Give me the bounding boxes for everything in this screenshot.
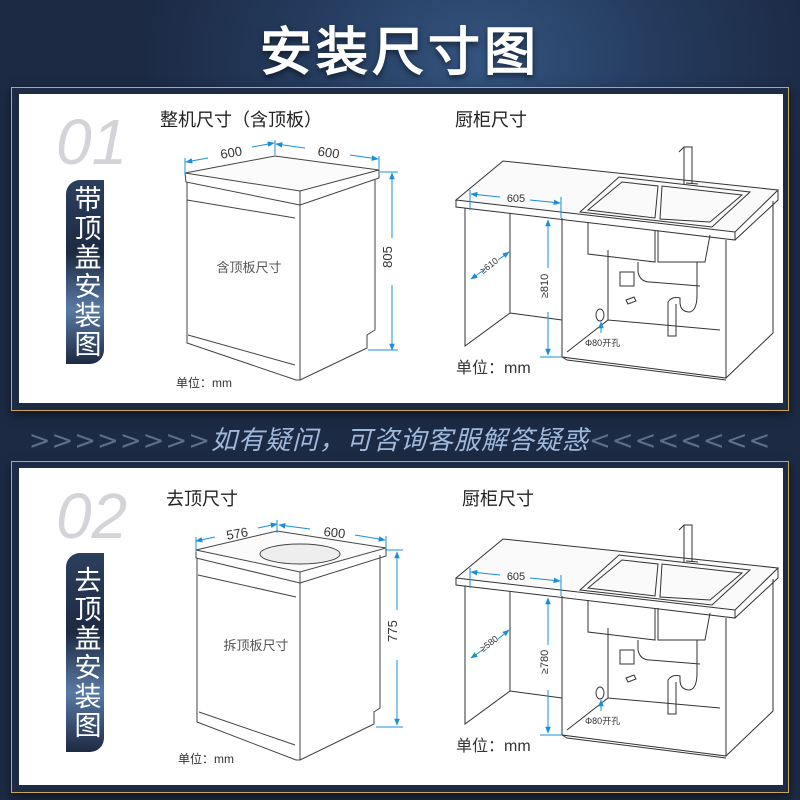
machine-heading: 整机尺寸（含顶板） — [160, 110, 322, 131]
dimension-lines-1 — [184, 140, 398, 351]
machine-center-text: 含顶板尺寸 — [216, 260, 281, 275]
hole-label: Φ80开孔 — [585, 338, 620, 348]
panel-label: 带顶盖安装图 — [66, 180, 104, 364]
cabinet-width: 605 — [507, 571, 525, 583]
cabinet-dimension-lines-2 — [469, 568, 604, 736]
page-title: 安装尺寸图 — [259, 23, 540, 83]
dishwasher-without-top-drawing — [195, 530, 387, 761]
machine-unit: 单位：mm — [176, 375, 232, 390]
hole-label: Φ80开孔 — [585, 716, 620, 726]
contact-banner: >>>>>>>>如有疑问，可咨询客服解答疑惑<<<<<<<< — [0, 420, 800, 457]
machine-width: 600 — [219, 143, 243, 162]
machine-unit: 单位：mm — [178, 751, 234, 766]
cabinet-heading: 厨柜尺寸 — [455, 110, 527, 131]
cabinet-depth: ≥610 — [478, 256, 500, 276]
cabinet-dimension-lines-1 — [469, 190, 604, 358]
cabinet-width: 605 — [507, 193, 525, 205]
dishwasher-with-top-drawing — [184, 155, 380, 381]
machine-height: 775 — [385, 620, 400, 642]
panel-label: 去顶盖安装图 — [66, 553, 104, 752]
machine-depth: 600 — [323, 524, 346, 541]
panel-with-top — [11, 87, 789, 411]
cabinet-depth: ≥580 — [478, 634, 500, 654]
panel-without-top — [11, 461, 789, 793]
panel-number: 02 — [56, 480, 128, 552]
contact-text: 如有疑问，可咨询客服解答疑惑 — [210, 426, 589, 456]
panel-number: 01 — [56, 106, 128, 178]
left-arrows: >>>>>>>> — [28, 426, 211, 456]
cabinet-height: ≥780 — [539, 650, 551, 674]
machine-center-text: 拆顶板尺寸 — [223, 638, 288, 653]
machine-width: 576 — [225, 524, 249, 543]
dimension-lines-2 — [195, 520, 403, 728]
machine-height: 805 — [380, 246, 395, 268]
machine-heading: 去顶尺寸 — [166, 489, 238, 510]
cabinet-heading: 厨柜尺寸 — [462, 489, 534, 510]
right-arrows: <<<<<<<< — [589, 426, 772, 456]
cabinet-height: ≥810 — [539, 274, 551, 298]
cabinet-unit: 单位：mm — [456, 359, 531, 377]
machine-depth: 600 — [317, 144, 341, 162]
cabinet-unit: 单位：mm — [456, 737, 531, 755]
